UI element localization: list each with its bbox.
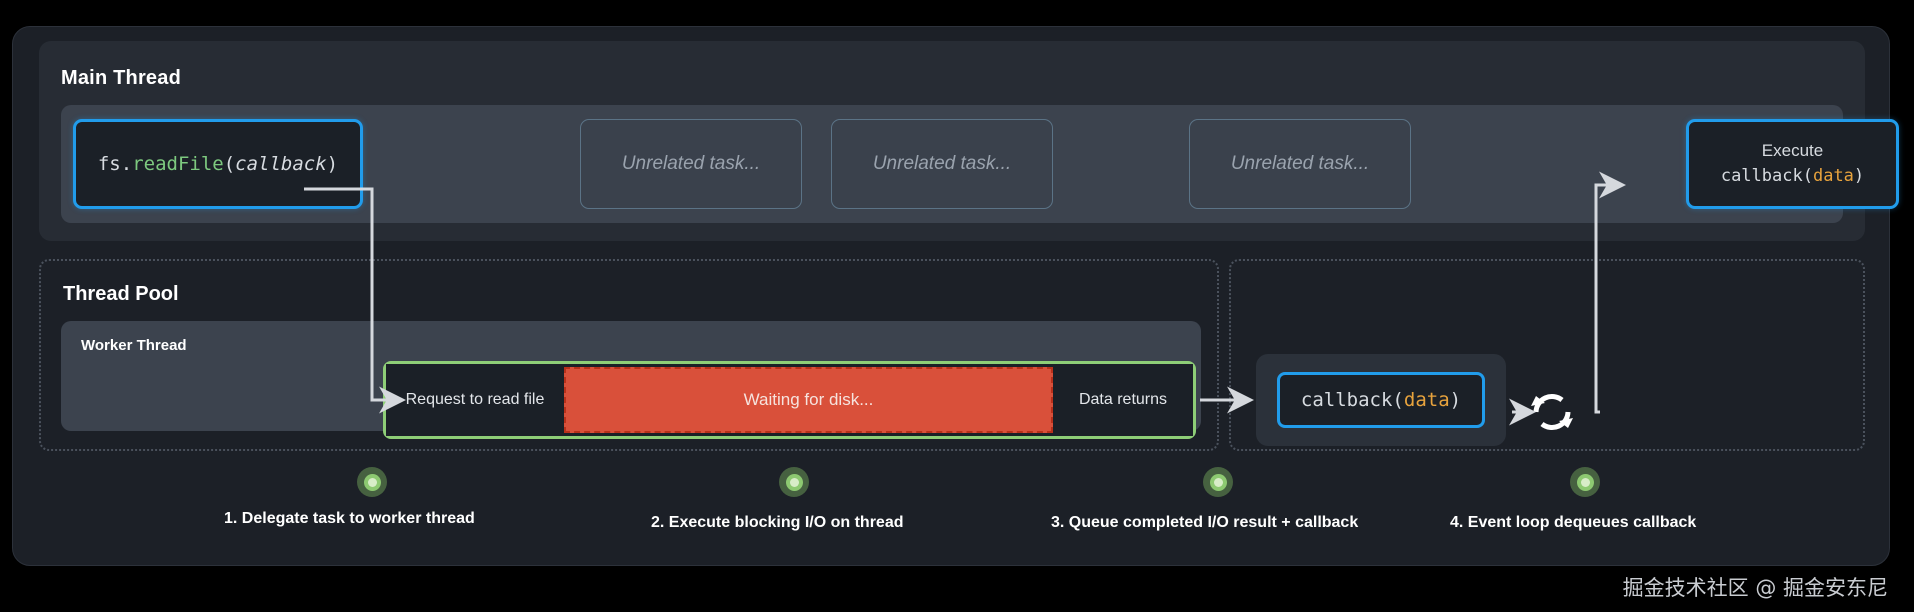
task-unrelated-3[interactable]: Unrelated task... bbox=[1189, 119, 1411, 209]
task-unrelated-1[interactable]: Unrelated task... bbox=[580, 119, 802, 209]
watermark: 掘金技术社区 @ 掘金安东尼 bbox=[1622, 576, 1888, 600]
step-marker-3 bbox=[1203, 467, 1233, 497]
timeline-data-returns-segment[interactable]: Data returns bbox=[1053, 364, 1193, 436]
task-unrelated-2-label: Unrelated task... bbox=[872, 153, 1012, 174]
main-thread-task-row: fs.readFile(callback) Unrelated task... … bbox=[61, 105, 1899, 223]
event-loop-callback-wrapper: callback(data) bbox=[1256, 354, 1506, 446]
task-execute-callback[interactable]: Execute callback(data) bbox=[1686, 119, 1899, 209]
main-thread-panel: Main Thread fs.readFile(callback) Unrela… bbox=[39, 41, 1899, 241]
task-unrelated-1-label: Unrelated task... bbox=[621, 153, 761, 174]
step-marker-1 bbox=[357, 467, 387, 497]
task-readfile[interactable]: fs.readFile(callback) bbox=[73, 119, 363, 209]
main-thread-title: Main Thread bbox=[61, 67, 181, 89]
execute-paren-close: ) bbox=[1853, 166, 1865, 186]
readfile-prefix: fs. bbox=[97, 153, 133, 175]
refresh-loop-icon bbox=[1524, 384, 1580, 440]
worker-thread-label: Worker Thread bbox=[81, 337, 187, 354]
execute-fn-name: callback bbox=[1720, 166, 1803, 186]
callback-code: callback(data) bbox=[1301, 389, 1461, 411]
step-label-3: 3. Queue completed I/O result + callback bbox=[1051, 514, 1359, 531]
timeline-waiting-label: Waiting for disk... bbox=[743, 390, 874, 409]
callback-paren-open: ( bbox=[1392, 389, 1404, 411]
readfile-paren-open: ( bbox=[223, 153, 236, 175]
execute-paren-open: ( bbox=[1802, 166, 1813, 186]
readfile-arg: callback bbox=[235, 153, 327, 175]
callback-fn-name: callback bbox=[1300, 389, 1393, 411]
timeline-data-returns-label: Data returns bbox=[1078, 391, 1168, 408]
callback-paren-close: ) bbox=[1449, 389, 1462, 411]
event-loop-region bbox=[1229, 259, 1865, 451]
readfile-paren-close: ) bbox=[326, 153, 339, 175]
execute-code: callback(data) bbox=[1721, 164, 1864, 189]
execute-arg: data bbox=[1812, 166, 1854, 186]
callback-arg: data bbox=[1403, 389, 1450, 411]
worker-timeline: Request to read file Waiting for disk...… bbox=[383, 361, 1196, 439]
step-marker-4 bbox=[1570, 467, 1600, 497]
step-label-4: 4. Event loop dequeues callback bbox=[1450, 514, 1697, 531]
timeline-request-label: Request to read file bbox=[405, 390, 545, 408]
step-marker-2 bbox=[779, 467, 809, 497]
readfile-code: fs.readFile(callback) bbox=[98, 153, 338, 175]
execute-label: Execute bbox=[1761, 141, 1824, 161]
thread-pool-title: Thread Pool bbox=[63, 283, 179, 305]
task-unrelated-3-label: Unrelated task... bbox=[1230, 153, 1370, 174]
step-label-1: 1. Delegate task to worker thread bbox=[224, 510, 475, 527]
diagram-card: Main Thread fs.readFile(callback) Unrela… bbox=[12, 26, 1899, 566]
timeline-waiting-segment[interactable]: Waiting for disk... bbox=[564, 367, 1053, 433]
step-label-2: 2. Execute blocking I/O on thread bbox=[651, 514, 904, 531]
readfile-method: readFile bbox=[132, 153, 224, 175]
timeline-request-segment[interactable]: Request to read file bbox=[386, 364, 564, 436]
task-unrelated-2[interactable]: Unrelated task... bbox=[831, 119, 1053, 209]
event-loop-callback-box[interactable]: callback(data) bbox=[1277, 372, 1485, 428]
